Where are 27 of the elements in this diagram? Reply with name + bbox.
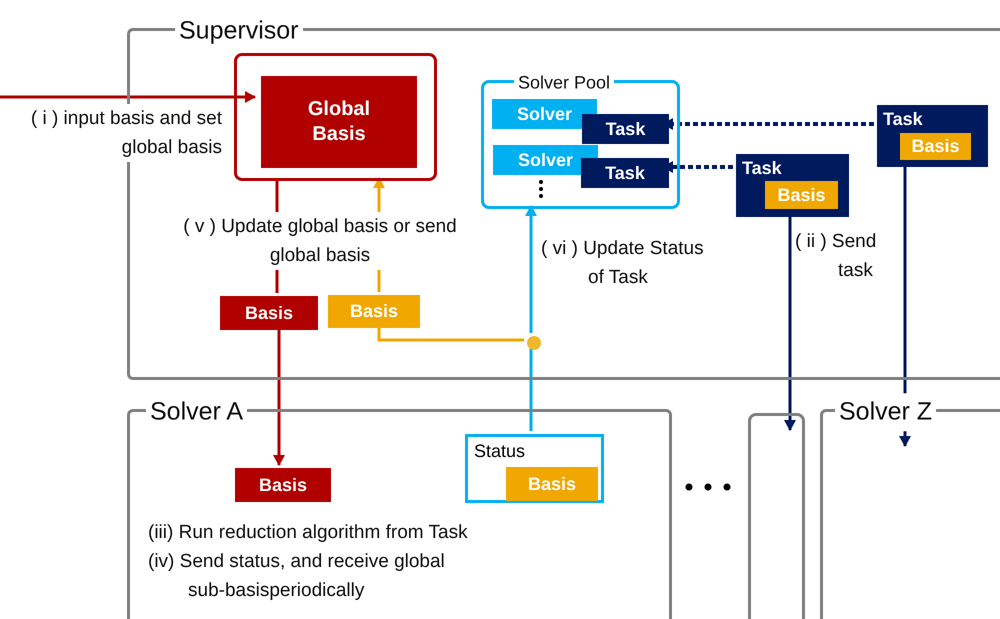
basis-block: Basis xyxy=(765,181,838,209)
solver-block: Solver xyxy=(492,99,597,129)
task-block: Task xyxy=(581,158,669,188)
step-text: (iii) Run reduction algorithm from Task xyxy=(148,521,469,545)
card-label: Task xyxy=(742,157,782,180)
card-label: Status xyxy=(474,440,526,463)
solver-block: Solver xyxy=(493,145,598,175)
arrow xyxy=(0,91,256,103)
step-label: ( ii ) Send task xyxy=(795,230,878,283)
container-box xyxy=(234,53,437,181)
step-text: (iv) Send status, and receive global sub-basisperiodically xyxy=(148,550,446,603)
basis-block: Basis xyxy=(220,296,318,330)
basis-block: Basis xyxy=(235,468,331,502)
status-card xyxy=(465,434,604,503)
task-card xyxy=(877,105,988,167)
arrow xyxy=(525,205,537,333)
basis-block: Basis xyxy=(328,295,420,328)
connector-line xyxy=(530,347,532,431)
step-label: ( vi ) Update Status of Task xyxy=(541,237,705,290)
task-card xyxy=(736,154,849,217)
basis-block: Basis xyxy=(900,133,971,160)
narrow-panel xyxy=(748,413,805,619)
task-block: Task xyxy=(582,114,669,144)
basis-block: Global Basis xyxy=(261,76,417,168)
card-label: Task xyxy=(883,108,923,131)
basis-block: Basis xyxy=(506,467,598,501)
panel-title: Solver Z xyxy=(835,393,936,431)
